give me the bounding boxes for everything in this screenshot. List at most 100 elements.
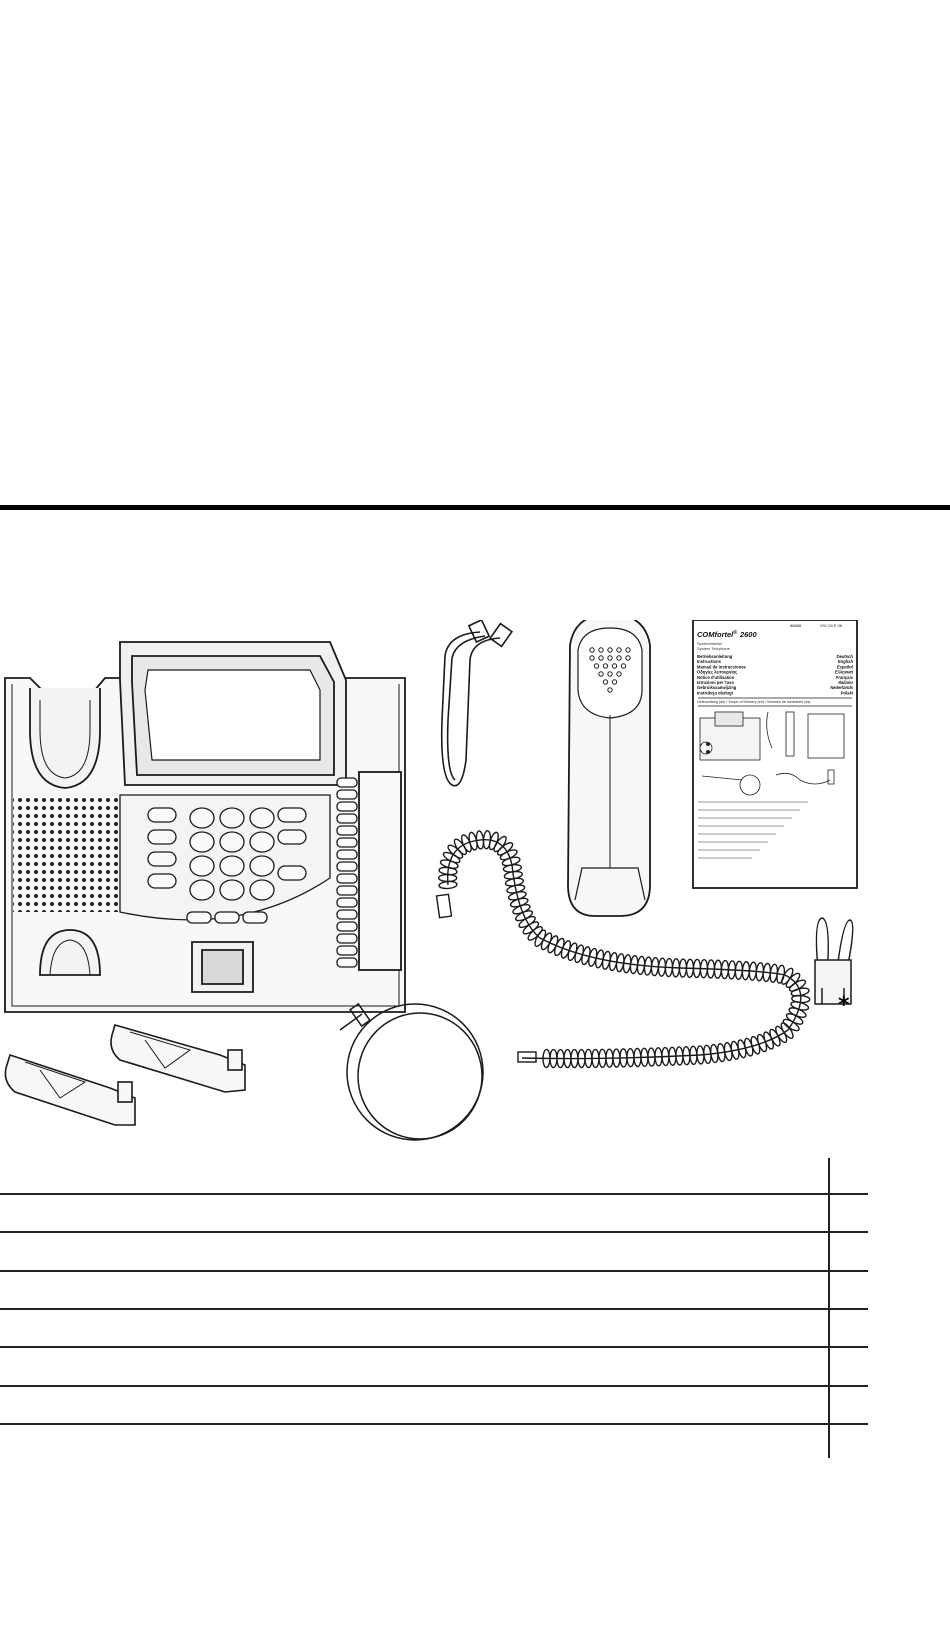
function-key-right [277,865,307,881]
programmable-key [336,849,358,860]
soft-key [186,911,212,924]
earpiece-hole [598,655,604,661]
earpiece-hole [607,687,613,693]
function-key-right [277,829,307,845]
programmable-key [336,873,358,884]
earpiece-hole [589,647,595,653]
instruction-manual: 88888 V01 04 E 08 COMfortel®2600 Systemt… [692,620,858,889]
function-key-left [147,829,177,845]
function-key-left [147,851,177,867]
manual-language-name: English [838,659,854,664]
manual-language-title: Notice d'utilisation [697,675,735,680]
manual-subtitle-2: System Telephone [697,646,731,651]
manual-language-name: Français [836,675,854,680]
function-key-right [277,807,307,823]
table-row-line [0,1308,868,1310]
keypad-key [249,879,275,901]
earpiece-hole [602,679,609,685]
earpiece-hole [616,655,622,661]
manual-language-title: Instructions [697,659,722,664]
earpiece-hole [589,655,595,661]
programmable-key [336,861,358,872]
manual-subtitle-1: Systemtelefon [697,641,722,646]
earpiece-hole [607,647,613,653]
table-row-line [0,1423,868,1425]
manual-model: 2600 [739,630,758,639]
manual-brand: COMfortel [697,630,734,639]
stand-feet [4,1024,246,1126]
telephone-base [4,641,406,1013]
keypad-key [249,831,275,853]
svg-text:COMfortel®2600: COMfortel®2600 [697,629,757,639]
earpiece-hole [625,655,631,661]
earpiece-hole [607,655,613,661]
earpiece-hole [593,663,600,669]
manual-language-name: Deutsch [836,654,853,659]
earpiece-hole [611,679,618,685]
keypad-key [219,807,245,829]
manual-language-name: Polski [841,690,854,695]
programmable-key [336,909,358,920]
programmable-key [336,885,358,896]
coiled-handset-cord [435,830,811,1069]
keypad-key [219,879,245,901]
earpiece-hole [625,647,631,653]
telephone-keys [147,777,358,968]
earpiece-hole [616,671,622,677]
handset [567,620,651,917]
soft-key [214,911,240,924]
manual-language-title: Gebruiksaanwijzing [697,685,737,690]
function-key-left [147,807,177,823]
network-cable [440,620,514,787]
keypad-key [189,879,215,901]
table-row-line [0,1346,868,1348]
programmable-key [336,957,358,968]
manual-language-title: Istruzioni per l'uso [697,680,734,685]
manual-registered: ® [733,629,737,636]
keypad-key [249,855,275,877]
programmable-key [336,921,358,932]
earpiece-hole [598,647,604,653]
manual-language-name: Español [837,664,854,669]
programmable-key [336,789,358,800]
manual-language-name: Nederlands [830,685,853,690]
keypad-key [219,855,245,877]
earpiece-hole [598,671,604,677]
asterisk-note-marker: * [838,993,850,1018]
keypad-key [189,807,215,829]
table-row-line [0,1385,868,1387]
manual-language-title: Instrukcja obsługi [697,690,733,695]
keypad-key [249,807,275,829]
manual-language-name: Italiano [838,680,853,685]
keypad-key [189,855,215,877]
keypad-key [219,831,245,853]
top-rule [0,505,950,510]
function-key-left [147,873,177,889]
earpiece-hole [611,663,618,669]
manual-code-right: V01 04 E 08 [820,623,843,628]
table-row-line [0,1231,868,1233]
programmable-key [336,945,358,956]
programmable-key [336,813,358,824]
earpiece-hole [607,671,613,677]
earpiece-hole [602,663,609,669]
programmable-key [336,825,358,836]
programmable-key [336,837,358,848]
keypad-key [189,831,215,853]
table-row-line [0,1270,868,1272]
manual-language-title: Betriebsanleitung [697,654,733,659]
soft-key [242,911,268,924]
manual-scope-heading: Lieferumfang (de) / Scope of Delivery (e… [697,700,810,704]
manual-language-title: Manual de instrucciones [697,664,747,669]
manual-language-name: Ελληνικά [835,670,854,675]
programmable-key [336,777,358,788]
earpiece-hole [616,647,622,653]
programmable-key [336,801,358,812]
programmable-key [336,897,358,908]
scope-of-delivery-illustration: 88888 V01 04 E 08 COMfortel®2600 Systemt… [4,620,858,1141]
table-row-line [0,1193,868,1195]
programmable-key [336,933,358,944]
manual-code-left: 88888 [790,623,802,628]
earpiece-hole [620,663,627,669]
